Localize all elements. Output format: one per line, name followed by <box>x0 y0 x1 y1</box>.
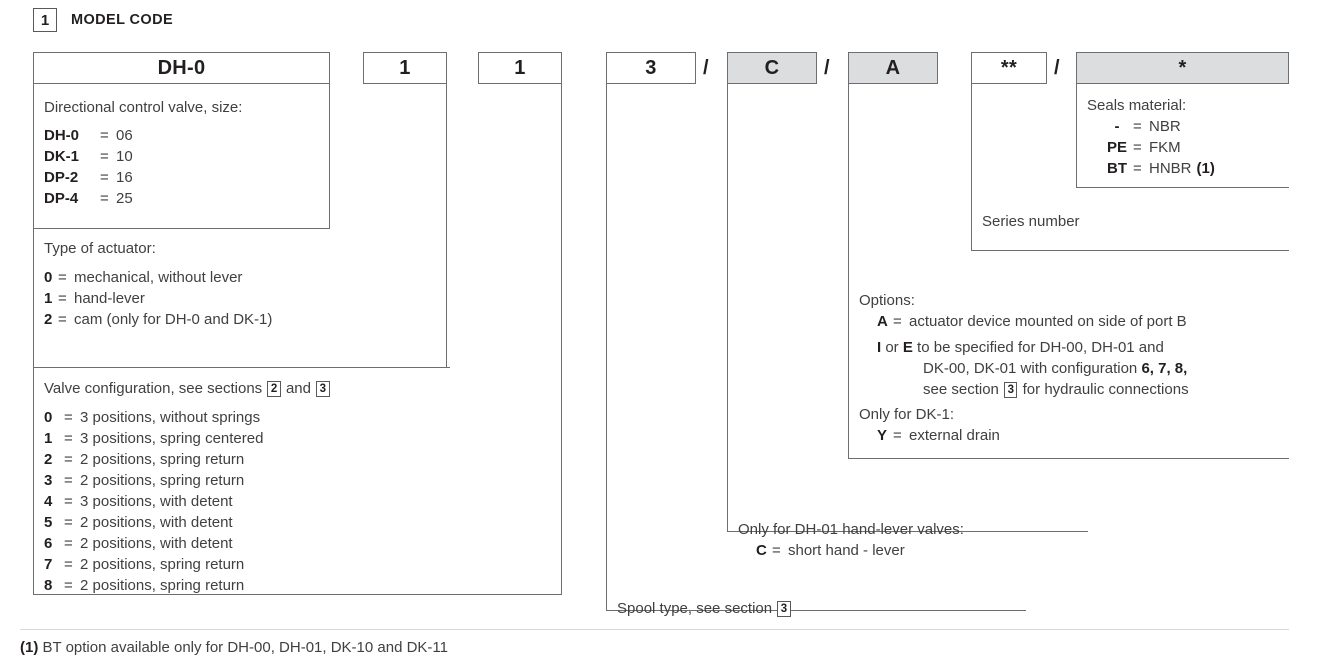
option-ie-line3-pre: see section <box>923 381 999 398</box>
seals-footnote-marker: (1) <box>1196 160 1215 177</box>
footnote: (1) BT option available only for DH-00, … <box>20 638 448 658</box>
list-item: 1 = hand-lever <box>44 290 145 307</box>
bracket-baseline-lever <box>727 531 1088 533</box>
separator-slash-3: / <box>1054 57 1060 79</box>
valve-size-title: Directional control valve, size: <box>44 99 243 116</box>
option-ie-line2-pre: DK-00, DK-01 with configuration <box>923 360 1138 377</box>
section-header: 1 MODEL CODE <box>33 8 173 32</box>
bracket-line-options-left <box>848 84 850 459</box>
bracket-baseline-options <box>848 458 1289 460</box>
list-item: A = actuator device mounted on side of p… <box>877 313 1187 330</box>
list-item: DK-1 = 10 <box>44 148 133 165</box>
configuration-title-pre: Valve configuration, see sections <box>44 380 263 397</box>
footnote-text: BT option available only for DH-00, DH-0… <box>42 639 448 656</box>
block-options: Options: A = actuator device mounted on … <box>859 290 1284 446</box>
spool-type-title-text: Spool type, see section <box>617 600 773 617</box>
list-item: 3 = 2 positions, spring return <box>44 472 245 489</box>
bracket-baseline-seriesnum <box>971 250 1289 252</box>
section-ref-3-icon: 3 <box>316 381 330 397</box>
section-ref-3-icon: 3 <box>1004 382 1018 398</box>
bracket-baseline-config <box>33 594 562 596</box>
option-key-e: E <box>902 339 913 356</box>
bracket-line-config-right <box>561 84 563 595</box>
option-key-i: I <box>877 339 882 356</box>
bracket-line-actuator-right <box>446 84 448 368</box>
model-code-box-seals[interactable]: * <box>1076 52 1289 84</box>
section-ref-2-icon: 2 <box>267 381 281 397</box>
bracket-line-seriesnum-left <box>971 84 973 251</box>
model-code-box-actuator[interactable]: 1 <box>363 52 447 84</box>
list-item: PE = FKM <box>1106 139 1181 156</box>
hand-lever-title: Only for DH-01 hand-lever valves: <box>738 521 964 538</box>
block-series-number: Series number <box>982 211 1080 232</box>
list-item: - = NBR <box>1114 118 1181 135</box>
list-item: C = short hand - lever <box>756 542 905 559</box>
bracket-baseline-seals <box>1076 187 1289 189</box>
list-item: 2 = 2 positions, spring return <box>44 451 245 468</box>
list-item: 1 = 3 positions, spring centered <box>44 430 264 447</box>
list-item: DP-4 = 25 <box>44 190 133 207</box>
block-seals-material: Seals material: - = NBR PE = FKM BT = HN… <box>1087 95 1215 179</box>
list-item: DP-2 = 16 <box>44 169 133 186</box>
list-item: 6 = 2 positions, with detent <box>44 535 233 552</box>
list-item: 8 = 2 positions, spring return <box>44 577 245 594</box>
list-item: 4 = 3 positions, with detent <box>44 493 233 510</box>
block-spool-type: Spool type, see section 3 <box>617 598 792 619</box>
option-ie-line1: to be specified for DH-00, DH-01 and <box>917 339 1164 356</box>
options-dk1-title: Only for DK-1: <box>859 406 955 423</box>
bracket-line-lever-left <box>727 84 729 532</box>
configuration-title-mid: and <box>285 380 311 397</box>
option-ie-line3-post: for hydraulic connections <box>1022 381 1189 398</box>
block-configuration: Valve configuration, see sections 2 and … <box>44 378 331 596</box>
list-item: 2 = cam (only for DH-0 and DK-1) <box>44 311 273 328</box>
model-code-box-lever[interactable]: C <box>727 52 817 84</box>
bracket-line-seals-left <box>1076 84 1078 188</box>
bracket-line-spool-left <box>606 84 608 611</box>
list-item: BT = HNBR (1) <box>1107 160 1215 177</box>
footnote-divider <box>20 629 1289 631</box>
bracket-baseline-spool <box>606 610 1026 612</box>
list-item: 7 = 2 positions, spring return <box>44 556 245 573</box>
bracket-line-size-right <box>329 84 331 229</box>
configuration-title: Valve configuration, see sections 2 and … <box>44 378 331 399</box>
bracket-baseline-size <box>33 228 330 230</box>
list-item: 0 = mechanical, without lever <box>44 269 243 286</box>
list-item: 0 = 3 positions, without springs <box>44 409 261 426</box>
footnote-marker: (1) <box>20 639 39 656</box>
spool-type-title: Spool type, see section 3 <box>617 598 792 619</box>
list-item: 5 = 2 positions, with detent <box>44 514 233 531</box>
separator-slash-2: / <box>824 57 830 79</box>
model-code-box-series[interactable]: DH-0 <box>33 52 330 84</box>
model-code-box-spool[interactable]: 3 <box>606 52 696 84</box>
list-item-ie: I or E to be specified for DH-00, DH-01 … <box>859 337 1284 400</box>
list-item: DH-0 = 06 <box>44 127 133 144</box>
section-ref-3-icon: 3 <box>777 601 791 617</box>
model-code-box-series-num[interactable]: ** <box>971 52 1047 84</box>
actuator-title: Type of actuator: <box>44 240 156 257</box>
options-title: Options: <box>859 292 915 309</box>
block-hand-lever: Only for DH-01 hand-lever valves: C = sh… <box>738 519 964 561</box>
series-number-title: Series number <box>982 213 1080 230</box>
bracket-baseline-actuator <box>33 367 450 369</box>
bracket-line-size <box>33 84 35 229</box>
bracket-line-config-left <box>33 367 35 595</box>
model-code-box-config[interactable]: 1 <box>478 52 562 84</box>
list-item: Y = external drain <box>877 427 1000 444</box>
option-or: or <box>885 339 899 356</box>
separator-slash-1: / <box>703 57 709 79</box>
model-code-box-options[interactable]: A <box>848 52 938 84</box>
page-title: MODEL CODE <box>71 12 174 28</box>
block-actuator: Type of actuator: 0 = mechanical, withou… <box>44 238 272 330</box>
block-valve-size: Directional control valve, size: DH-0 = … <box>44 97 242 209</box>
bracket-line-actuator-left <box>33 228 35 368</box>
seals-title: Seals material: <box>1087 97 1187 114</box>
section-number: 1 <box>33 8 57 32</box>
option-ie-configs: 6, 7, 8, <box>1141 360 1188 377</box>
